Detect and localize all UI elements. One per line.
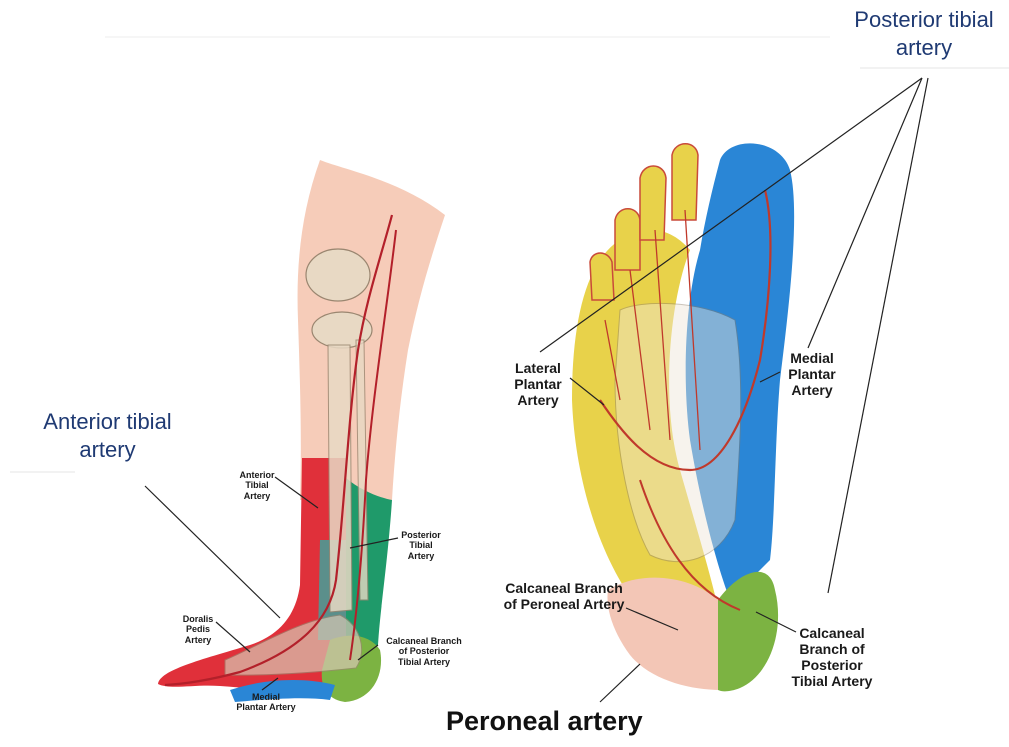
leg-label-anterior-tibial: Anterior Tibial Artery <box>228 470 286 501</box>
leader-posterior-calcaneal <box>828 78 928 593</box>
sole-label-calcaneal-posterior: Calcaneal Branch of Posterior Tibial Art… <box>780 625 884 689</box>
toe-5 <box>590 253 614 300</box>
toe-3 <box>640 166 666 240</box>
posterior-tibial-callout: Posterior tibial artery <box>838 6 1009 61</box>
toe-4 <box>615 209 640 270</box>
peroneal-artery-title: Peroneal artery <box>446 706 643 737</box>
leader-anterior-tibial <box>145 486 280 618</box>
leg-label-calcaneal-posterior: Calcaneal Branch of Posterior Tibial Art… <box>376 636 472 667</box>
sole-label-calcaneal-peroneal: Calcaneal Branch of Peroneal Artery <box>490 580 638 612</box>
femur-condyle <box>306 249 370 301</box>
leg-label-medial-plantar: Medial Plantar Artery <box>226 692 306 713</box>
tibia <box>328 345 352 612</box>
sole-label-medial-plantar: Medial Plantar Artery <box>776 350 848 398</box>
sole-label-lateral-plantar: Lateral Plantar Artery <box>502 360 574 408</box>
anterior-tibial-callout: Anterior tibial artery <box>20 408 195 463</box>
calcaneal-region-sole <box>718 572 778 691</box>
toe-2 <box>672 144 698 220</box>
leg-label-dorsalis-pedis: Doralis Pedis Artery <box>170 614 226 645</box>
leg-label-posterior-tibial: Posterior Tibial Artery <box>388 530 454 561</box>
leader-peroneal <box>600 664 640 702</box>
